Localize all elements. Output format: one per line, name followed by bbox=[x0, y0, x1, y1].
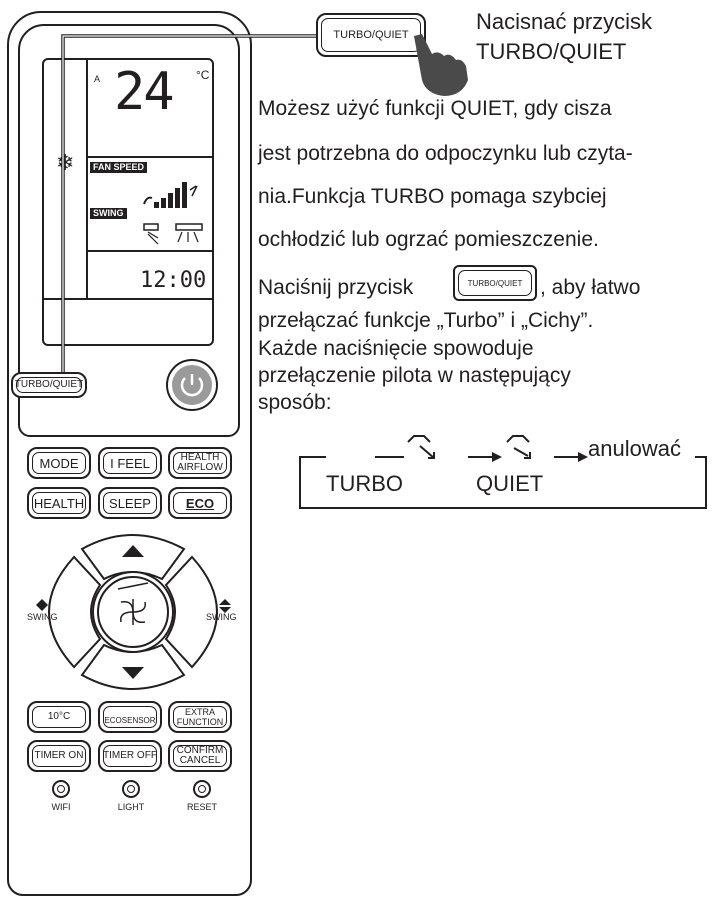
sequence-turbo-label: TURBO bbox=[326, 472, 403, 496]
sequence-quiet-label: QUIET bbox=[476, 472, 543, 496]
sequence-cancel-label: anulować bbox=[588, 437, 681, 461]
